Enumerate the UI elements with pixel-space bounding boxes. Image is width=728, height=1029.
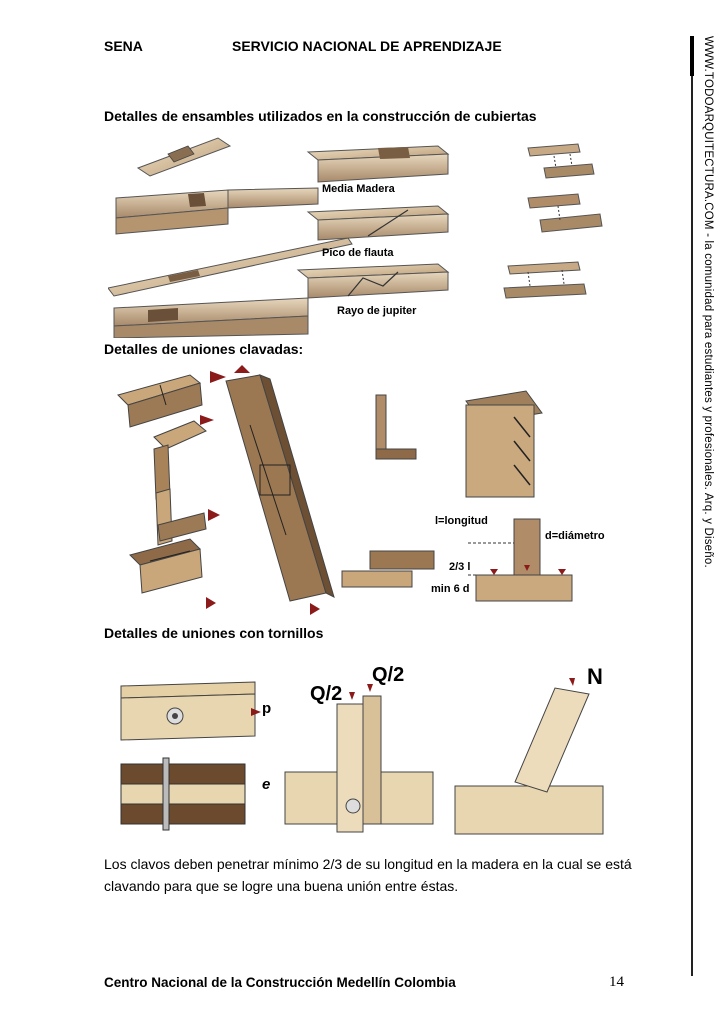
ensambles-figure bbox=[108, 137, 603, 338]
nailed-joint-3 bbox=[155, 488, 220, 546]
clavadas-figure bbox=[117, 365, 573, 615]
body-paragraph: Los clavos deben penetrar mínimo 2/3 de … bbox=[104, 856, 632, 894]
footer-institution: Centro Nacional de la Construcción Medel… bbox=[104, 975, 456, 990]
label-rayo-jupiter: Rayo de jupiter bbox=[337, 305, 417, 317]
label-q2-left: Q/2 bbox=[310, 683, 343, 705]
label-min-6d: min 6 d bbox=[431, 583, 470, 595]
joint-media-madera bbox=[306, 145, 450, 183]
section-title-ensambles: Detalles de ensambles utilizados en la c… bbox=[104, 108, 537, 124]
label-dos-tercios: 2/3 l bbox=[449, 561, 471, 573]
joint-drawing-2 bbox=[108, 237, 353, 338]
section-title-clavadas: Detalles de uniones clavadas: bbox=[104, 341, 304, 357]
page-number: 14 bbox=[609, 974, 624, 990]
nailed-post-diagonal bbox=[225, 365, 335, 615]
nailed-l-shape bbox=[375, 394, 417, 460]
sidebar-rule bbox=[691, 36, 693, 976]
label-pico-flauta: Pico de flauta bbox=[322, 247, 394, 259]
label-e: e bbox=[262, 776, 271, 793]
bolt-joint-side bbox=[120, 681, 261, 741]
joint-rayo-jupiter bbox=[296, 263, 450, 299]
nailed-t-dimension bbox=[468, 518, 573, 602]
label-p: p bbox=[262, 700, 272, 717]
tornillos-figure bbox=[120, 678, 604, 835]
bolt-joint-section bbox=[120, 757, 246, 831]
header-institution: SENA bbox=[104, 38, 143, 54]
label-longitud: l=longitud bbox=[435, 515, 488, 527]
sidebar-watermark-text: WWW.TODOARQUITECTURA.COM - la comunidad … bbox=[702, 36, 714, 568]
joint-exploded-views bbox=[503, 143, 603, 299]
bolt-joint-diagonal bbox=[454, 678, 604, 835]
joint-drawing-1 bbox=[115, 137, 319, 235]
nailed-joint-1 bbox=[117, 371, 226, 428]
nailed-block bbox=[465, 390, 543, 498]
nailed-overlap bbox=[341, 550, 435, 588]
section-title-tornillos: Detalles de uniones con tornillos bbox=[104, 625, 324, 641]
sidebar-rule-accent bbox=[690, 36, 694, 76]
label-q2-right: Q/2 bbox=[372, 664, 405, 686]
nailed-joint-2 bbox=[153, 415, 214, 500]
bolt-joint-tee bbox=[284, 684, 434, 833]
header-title: SERVICIO NACIONAL DE APRENDIZAJE bbox=[232, 38, 502, 54]
label-media-madera: Media Madera bbox=[322, 183, 395, 195]
joint-pico-flauta bbox=[306, 205, 450, 241]
label-n: N bbox=[587, 664, 603, 689]
label-diametro: d=diámetro bbox=[545, 530, 605, 542]
nailed-joint-4 bbox=[129, 538, 216, 609]
